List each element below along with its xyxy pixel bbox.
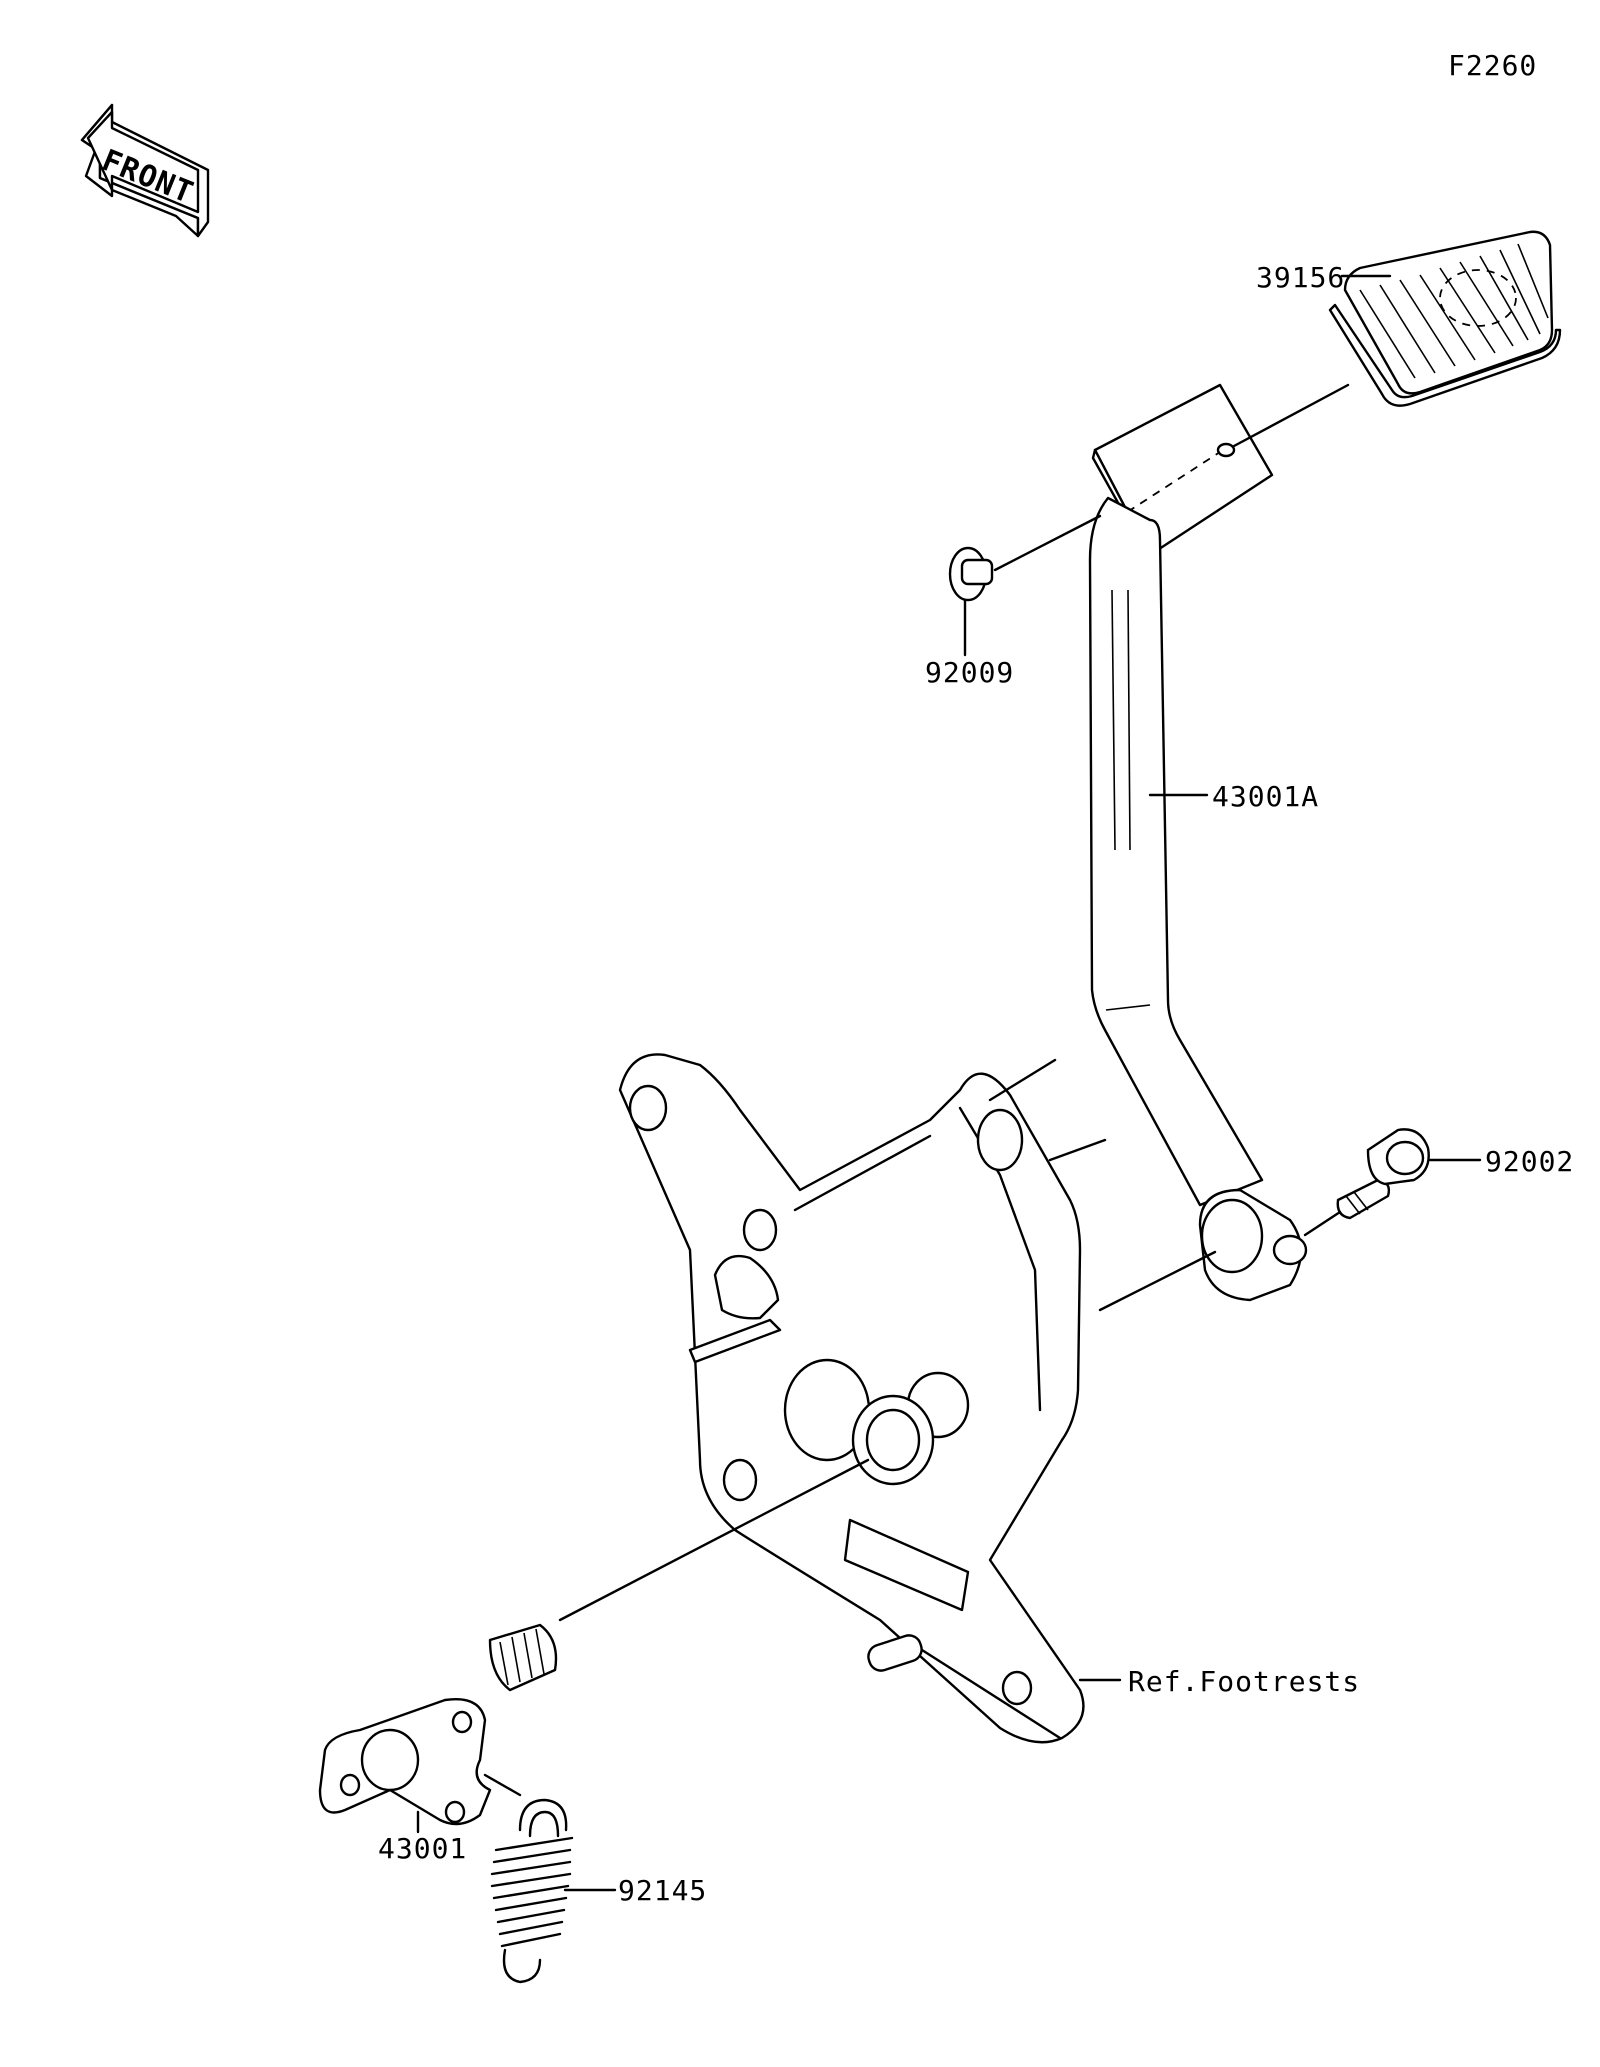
retainer-92009 (948, 514, 1102, 602)
label-43001A: 43001A (1212, 780, 1319, 813)
label-39156: 39156 (1256, 261, 1345, 294)
lever-43001 (318, 1623, 558, 1834)
label-92002: 92002 (1485, 1145, 1574, 1178)
brake-pedal-arm (1088, 383, 1350, 1312)
label-92145: 92145 (618, 1874, 707, 1907)
diagram-code: F2260 (1448, 49, 1537, 82)
spring-92145 (490, 1798, 617, 1984)
label-ref-footrests: Ref.Footrests (1128, 1665, 1360, 1698)
footrest-bracket (558, 1053, 1122, 1744)
label-92009: 92009 (925, 656, 1014, 689)
rubber-pedal-pad (1328, 230, 1562, 407)
label-43001: 43001 (378, 1832, 467, 1865)
front-arrow-icon: FRONT (80, 103, 210, 238)
bolt-92002 (1303, 1128, 1430, 1237)
